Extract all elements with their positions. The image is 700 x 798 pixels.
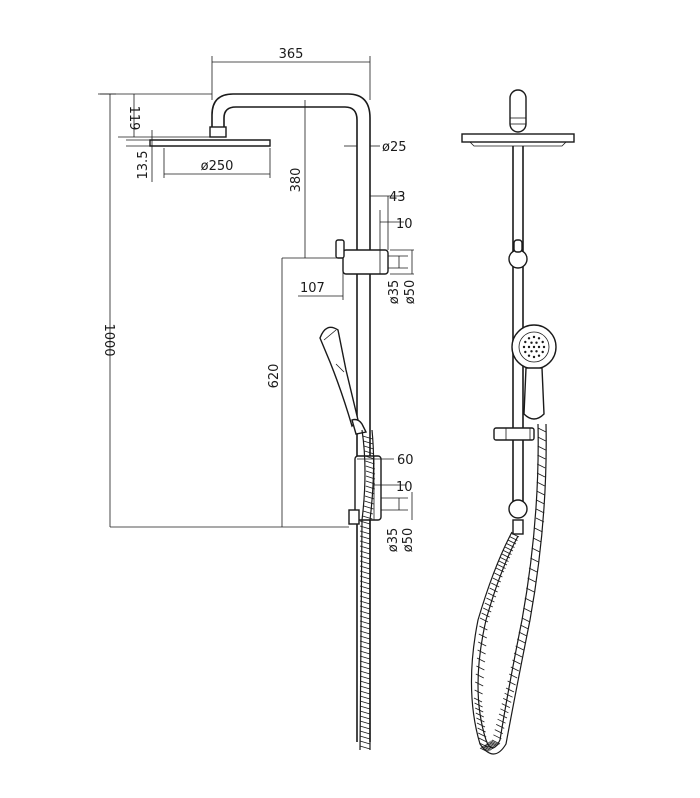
dim-bracket-outer-diameter-label: ø50 xyxy=(403,280,418,305)
nozzle-dot xyxy=(527,337,531,340)
dim-rail-diameter-label: ø25 xyxy=(382,140,407,155)
nozzle-dot xyxy=(530,350,533,353)
front-lower-bracket xyxy=(508,499,528,535)
dim-bracket-offset-label: 107 xyxy=(300,281,325,296)
dim-bracket-inner-diameter-label: ø35 xyxy=(387,280,402,305)
dim-head-diameter: ø250 xyxy=(163,148,271,178)
dim-holder-diameters: ø35 ø50 xyxy=(381,492,416,552)
front-view xyxy=(461,89,575,755)
dim-holder-depth-inner: 10 xyxy=(374,480,413,495)
dim-overall-height-label: 1000 xyxy=(101,323,116,356)
nozzle-dot xyxy=(537,337,541,340)
side-shower-head xyxy=(149,139,271,147)
front-upper-bracket xyxy=(508,239,528,269)
dim-upper-to-bracket-label: 380 xyxy=(289,168,304,193)
side-hand-shower xyxy=(319,326,368,435)
dim-holder-depth-label: 60 xyxy=(397,453,414,468)
nozzle-dot xyxy=(541,350,544,354)
dim-holder-depth: 60 xyxy=(357,453,414,500)
side-upper-bracket xyxy=(335,239,389,275)
side-view: 365 119 13.5 ø250 ø25 xyxy=(98,47,418,751)
dim-bracket-depth-label: 43 xyxy=(389,190,406,205)
nozzle-dot xyxy=(524,340,527,344)
dim-holder-inner-diameter-label: ø35 xyxy=(386,528,401,553)
dim-bracket-offset: 107 xyxy=(282,257,344,300)
nozzle-dot xyxy=(524,350,527,354)
dim-bracket-depth-inner-label: 10 xyxy=(396,217,413,232)
front-rail xyxy=(512,146,524,504)
side-head-connector xyxy=(209,126,227,138)
dim-rail-diameter: ø25 xyxy=(344,140,407,155)
nozzle-dot xyxy=(542,345,546,349)
dim-upper-to-bracket: 380 xyxy=(289,100,306,258)
nozzle-dot xyxy=(535,350,538,353)
dim-head-offset: 119 xyxy=(100,93,212,138)
side-hose xyxy=(359,429,376,751)
dim-bracket-depth: 43 xyxy=(370,190,406,250)
nozzle-dot xyxy=(535,341,538,344)
nozzle-dot xyxy=(527,345,531,349)
dim-lower-height-label: 620 xyxy=(267,364,282,389)
nozzle-dot xyxy=(541,340,544,344)
dim-bracket-depth-inner: 10 xyxy=(379,210,413,250)
front-slide-bracket xyxy=(493,427,535,441)
dim-bracket-diameters: ø35 ø50 xyxy=(387,249,418,305)
nozzle-dot xyxy=(522,345,526,349)
front-head-connector xyxy=(509,89,527,133)
dim-head-diameter-label: ø250 xyxy=(201,159,234,174)
dim-arm-length-label: 365 xyxy=(279,47,304,62)
nozzle-dot xyxy=(532,335,536,339)
nozzle-dot xyxy=(532,355,536,359)
dim-arm-length: 365 xyxy=(211,47,371,100)
front-hand-shower xyxy=(511,324,557,420)
nozzle-dot xyxy=(530,341,533,344)
nozzle-dot xyxy=(537,345,541,349)
dim-lower-height: 620 xyxy=(267,258,283,527)
dim-head-thickness-label: 13.5 xyxy=(136,151,151,180)
dim-overall-height: 1000 xyxy=(98,93,349,528)
dim-holder-depth-inner-label: 10 xyxy=(396,480,413,495)
front-hose xyxy=(470,423,547,755)
front-shower-head xyxy=(461,133,575,143)
dim-head-offset-label: 119 xyxy=(126,106,141,131)
nozzle-dot xyxy=(527,354,531,357)
side-gooseneck-arm xyxy=(211,93,371,148)
nozzle-dot xyxy=(532,345,536,349)
dim-head-thickness: 13.5 xyxy=(126,130,153,182)
nozzle-dot xyxy=(537,354,541,357)
front-nozzle-pattern xyxy=(522,335,546,359)
dim-holder-outer-diameter-label: ø50 xyxy=(401,528,416,553)
